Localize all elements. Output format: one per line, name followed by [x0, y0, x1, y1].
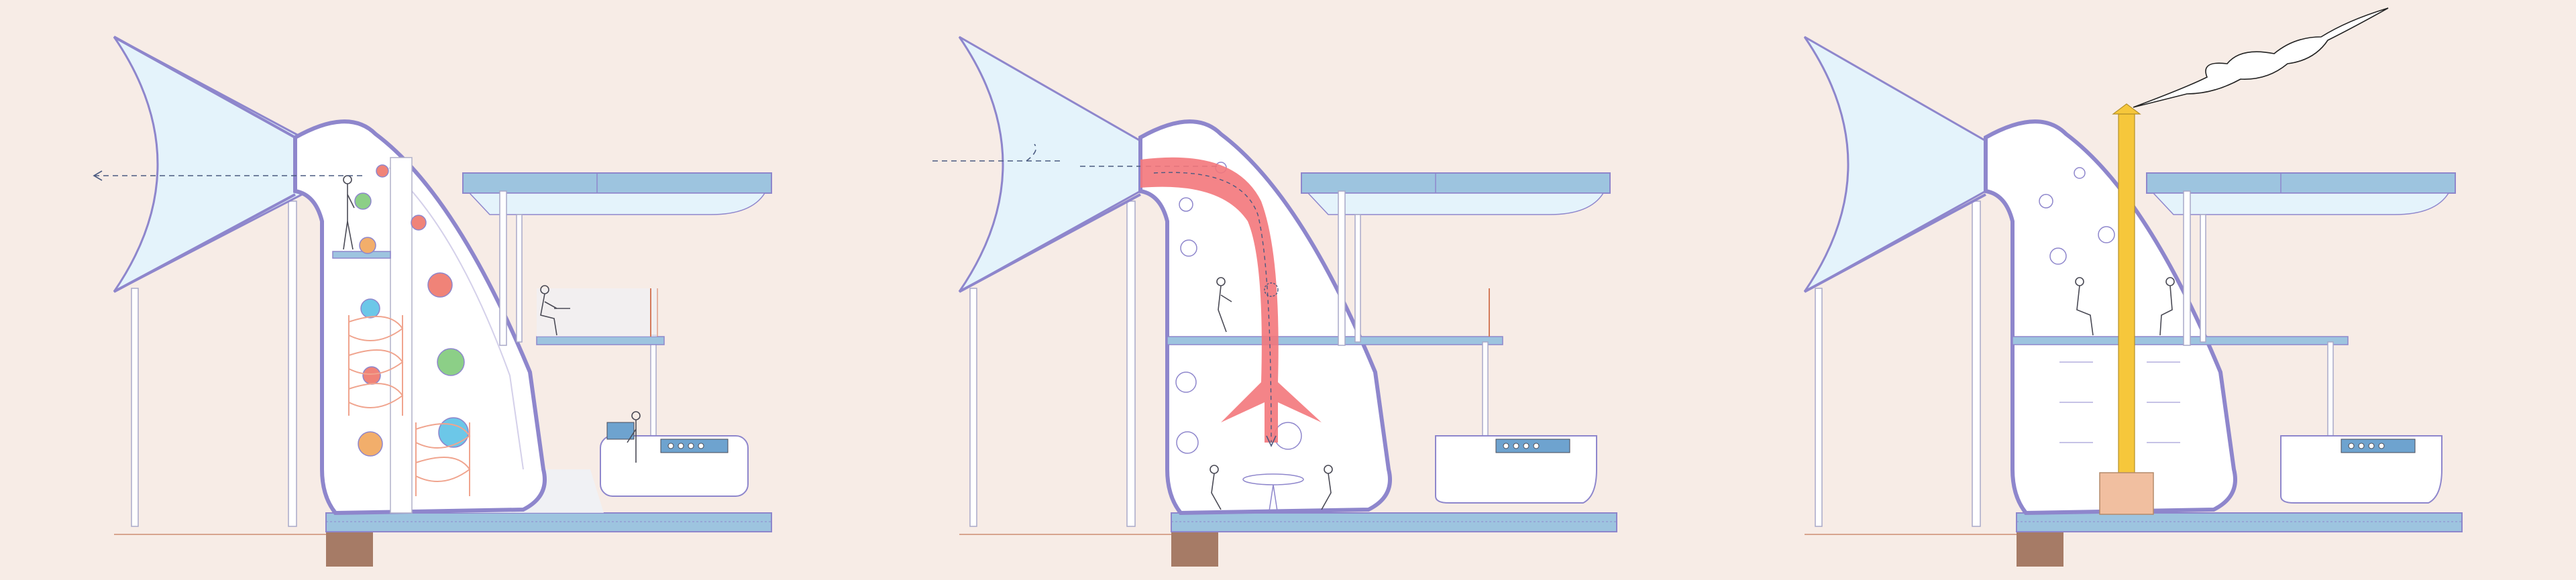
- chimney-cap: [2112, 103, 2141, 115]
- horn-funnel: [1803, 36, 1987, 293]
- stove: [2099, 472, 2154, 515]
- panel-ventilation-drawing: [932, 36, 1617, 567]
- figure-standing: [343, 175, 355, 250]
- chimney-pipe: [2118, 113, 2135, 480]
- porthole: [411, 215, 427, 231]
- figure-at-desk: [540, 285, 570, 336]
- panel-heat-drawing: [1803, 7, 2463, 567]
- foundation-block: [2017, 530, 2063, 567]
- panel-ventilation: [859, 0, 1717, 580]
- curved-shell: [293, 119, 547, 516]
- flat-roof: [1301, 172, 1611, 194]
- porthole: [438, 417, 469, 448]
- panel-sound: [0, 0, 859, 580]
- core-column: [390, 157, 413, 514]
- column: [288, 200, 297, 527]
- figures-seated: [2075, 277, 2175, 336]
- panel-sound-drawing: [93, 36, 772, 567]
- horn-funnel: [113, 36, 310, 293]
- figure-reading: [1216, 277, 1232, 333]
- porthole: [427, 272, 453, 298]
- storage-shelves: [2059, 361, 2180, 443]
- floor-slab: [2016, 512, 2463, 532]
- floor-slab: [325, 512, 772, 532]
- foundation-block: [326, 530, 373, 567]
- figure-dining: [1210, 465, 1333, 510]
- porthole: [437, 348, 465, 376]
- porthole: [360, 298, 380, 318]
- flat-roof: [462, 172, 772, 194]
- flat-roof: [2146, 172, 2456, 194]
- mid-floor-slab: [1167, 336, 1503, 345]
- floor-slab: [1171, 512, 1617, 532]
- porthole: [376, 164, 389, 178]
- porthole: [359, 237, 376, 254]
- spiral-stair: [348, 315, 471, 496]
- airflow-channel: [1140, 157, 1322, 443]
- incoming-airflow: [932, 143, 1060, 162]
- smoke-plume: [2133, 7, 2389, 108]
- porthole: [354, 192, 372, 210]
- figure-cooking: [627, 411, 641, 463]
- porthole: [358, 431, 383, 457]
- foundation-block: [1171, 530, 1218, 567]
- panel-heat: [1717, 0, 2576, 580]
- mid-floor-slab: [536, 336, 665, 345]
- mid-floor-slab: [2012, 336, 2349, 345]
- horn-funnel: [958, 36, 1142, 293]
- column: [131, 288, 139, 527]
- dining-table: [1242, 473, 1304, 485]
- porthole: [362, 366, 381, 385]
- curved-shell: [1984, 119, 2237, 516]
